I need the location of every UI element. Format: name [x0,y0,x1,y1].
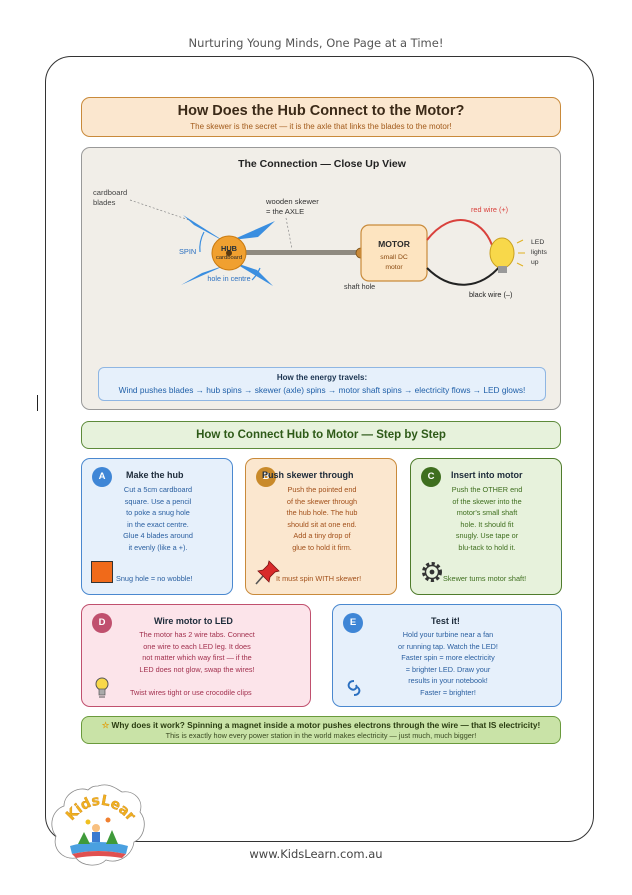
label-motor-sub-1: small DC [380,254,408,261]
step-title-e: Test it! [431,616,460,626]
page-tagline: Nurturing Young Minds, One Page at a Tim… [188,36,444,50]
step-badge-c: C [421,467,441,487]
label-hub-sub: cardboard [216,255,242,261]
label-motor: MOTOR [378,239,411,249]
energy-flow-box: How the energy travels: Wind pushes blad… [98,367,546,401]
blades-icon [181,215,275,286]
label-led-1: LED [531,239,544,246]
connection-diagram-panel: The Connection — Close Up View cardboard… [81,147,561,410]
step-title-b: Push skewer through [262,470,354,480]
cyclone-icon [347,680,361,696]
energy-flow-text: Wind pushes blades → hub spins → skewer … [118,385,526,395]
step-title-d: Wire motor to LED [154,616,233,626]
step-body-d: The motor has 2 wire tabs. Connect one w… [139,630,255,674]
label-motor-sub-2: motor [385,264,403,271]
page-subtitle: The skewer is the secret — it is the axl… [190,122,452,131]
label-skewer-line1: wooden skewer [265,197,319,206]
label-shaft-hole: shaft hole [344,282,375,291]
step-card-d: D Wire motor to LED The motor has 2 wire… [81,604,311,707]
why-it-works-box: ☆ Why does it work? Spinning a magnet in… [81,716,561,744]
lightbulb-icon [95,677,109,698]
label-hub: HUB [221,244,237,253]
spin-arrow-left [199,231,205,253]
step-body-b: Push the pointed end of the skewer throu… [286,485,358,552]
energy-title: How the energy travels: [276,373,368,382]
step-foot-d: Twist wires tight or use crocodile clips [130,688,252,697]
black-wire [426,265,501,286]
label-blades-line2: blades [93,198,116,207]
label-spin: SPIN [179,247,196,256]
label-red-wire: red wire (+) [471,205,508,214]
gear-icon [422,562,442,582]
label-hole: hole in centre [207,274,250,283]
label-black-wire: black wire (–) [469,290,512,299]
step-badge-b: B [256,467,276,487]
spin-arrow-right [251,267,261,281]
connection-diagram: The Connection — Close Up View cardboard… [93,158,547,299]
pushpin-icon [255,560,280,585]
led-bulb-icon [489,237,525,273]
why-line-2: This is exactly how every power station … [165,731,477,740]
step-body-a: Cut a 5cm cardboard square. Use a pencil… [123,485,193,552]
text-cursor [37,395,38,411]
orange-square-icon [91,561,113,583]
skewer-axle [229,250,360,255]
page-frame [45,56,594,842]
diagram-title: The Connection — Close Up View [238,158,407,170]
label-led-3: up [531,259,539,266]
red-wire [426,219,493,246]
step-foot-c: Skewer turns motor shaft! [443,574,527,583]
title-banner: How Does the Hub Connect to the Motor? T… [81,97,561,137]
motor-icon [360,224,428,282]
step-card-e: E Test it! Hold your turbine near a fan … [332,604,562,707]
step-title-a: Make the hub [126,470,184,480]
step-badge-a: A [92,467,112,487]
page-title: How Does the Hub Connect to the Motor? [177,103,465,119]
page-footer: www.KidsLearn.com.au [249,847,383,861]
star-icon: ☆ [101,720,110,730]
label-skewer-line2: = the AXLE [266,207,304,216]
step-body-c: Push the OTHER end of the skewer into th… [451,485,523,552]
label-led-2: lights [531,249,547,256]
steps-header: How to Connect Hub to Motor — Step by St… [81,421,561,449]
step-card-a: A Make the hub Cut a 5cm cardboard squar… [81,458,233,595]
why-line-1: ☆ Why does it work? Spinning a magnet in… [101,720,541,730]
step-foot-b: It must spin WITH skewer! [276,574,362,583]
step-title-c: Insert into motor [451,470,523,480]
skewer-pointer [285,217,293,250]
blades-pointer [129,199,193,222]
step-body-e: Hold your turbine near a fan or running … [398,630,498,697]
step-card-c: C Insert into motor Push the OTHER end o… [410,458,562,595]
step-badge-d: D [92,613,112,633]
step-badge-e: E [343,613,363,633]
label-blades-line1: cardboard [93,188,127,197]
kidslearn-logo: KidsLearn [48,782,145,866]
hub-hole [226,250,232,256]
step-foot-a: Snug hole = no wobble! [116,574,193,583]
step-card-b: B Push skewer through Push the pointed e… [245,458,397,595]
